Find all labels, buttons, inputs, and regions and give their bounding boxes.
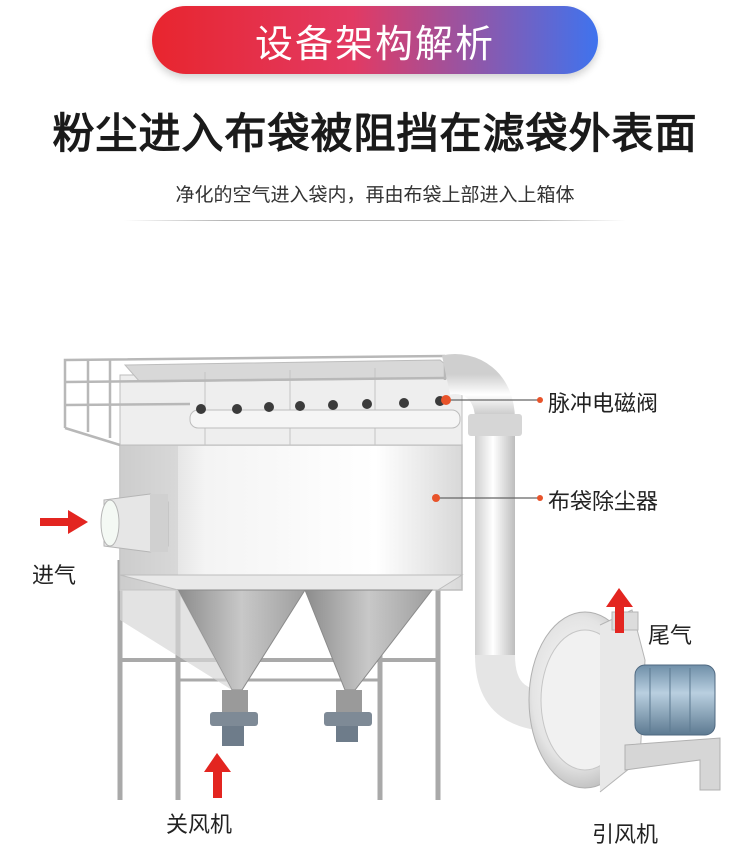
- hopper-right: [304, 589, 434, 691]
- inlet-label: 进气: [32, 564, 77, 589]
- top-platform: [119, 359, 464, 446]
- subline: 净化的空气进入袋内，再由布袋上部进入上箱体: [175, 184, 575, 206]
- inlet-duct: [100, 493, 169, 553]
- inlet-arrow: [40, 510, 88, 534]
- pulse-valve-label: 脉冲电磁阀: [548, 392, 659, 417]
- induced-draft-fan: [528, 609, 721, 793]
- airlock-label: 关风机: [166, 813, 233, 838]
- bag-filter-housing: [119, 444, 464, 691]
- banner-title: 设备架构解析: [254, 21, 495, 66]
- pulse-valve-leader: [441, 395, 543, 405]
- airlock-valves: [210, 690, 372, 746]
- headline: 粉尘进入布袋被阻挡在滤袋外表面: [52, 109, 698, 158]
- exhaust-arrow: [606, 588, 633, 633]
- exhaust-label: 尾气: [648, 624, 693, 649]
- section-banner: 设备架构解析: [152, 6, 598, 74]
- airlock-arrow: [204, 753, 231, 798]
- fan-label: 引风机: [592, 823, 659, 848]
- bag-filter-label: 布袋除尘器: [548, 490, 659, 515]
- top-railing: [63, 354, 447, 447]
- subline-divider: [124, 220, 626, 221]
- bag-filter-leader: [432, 494, 543, 502]
